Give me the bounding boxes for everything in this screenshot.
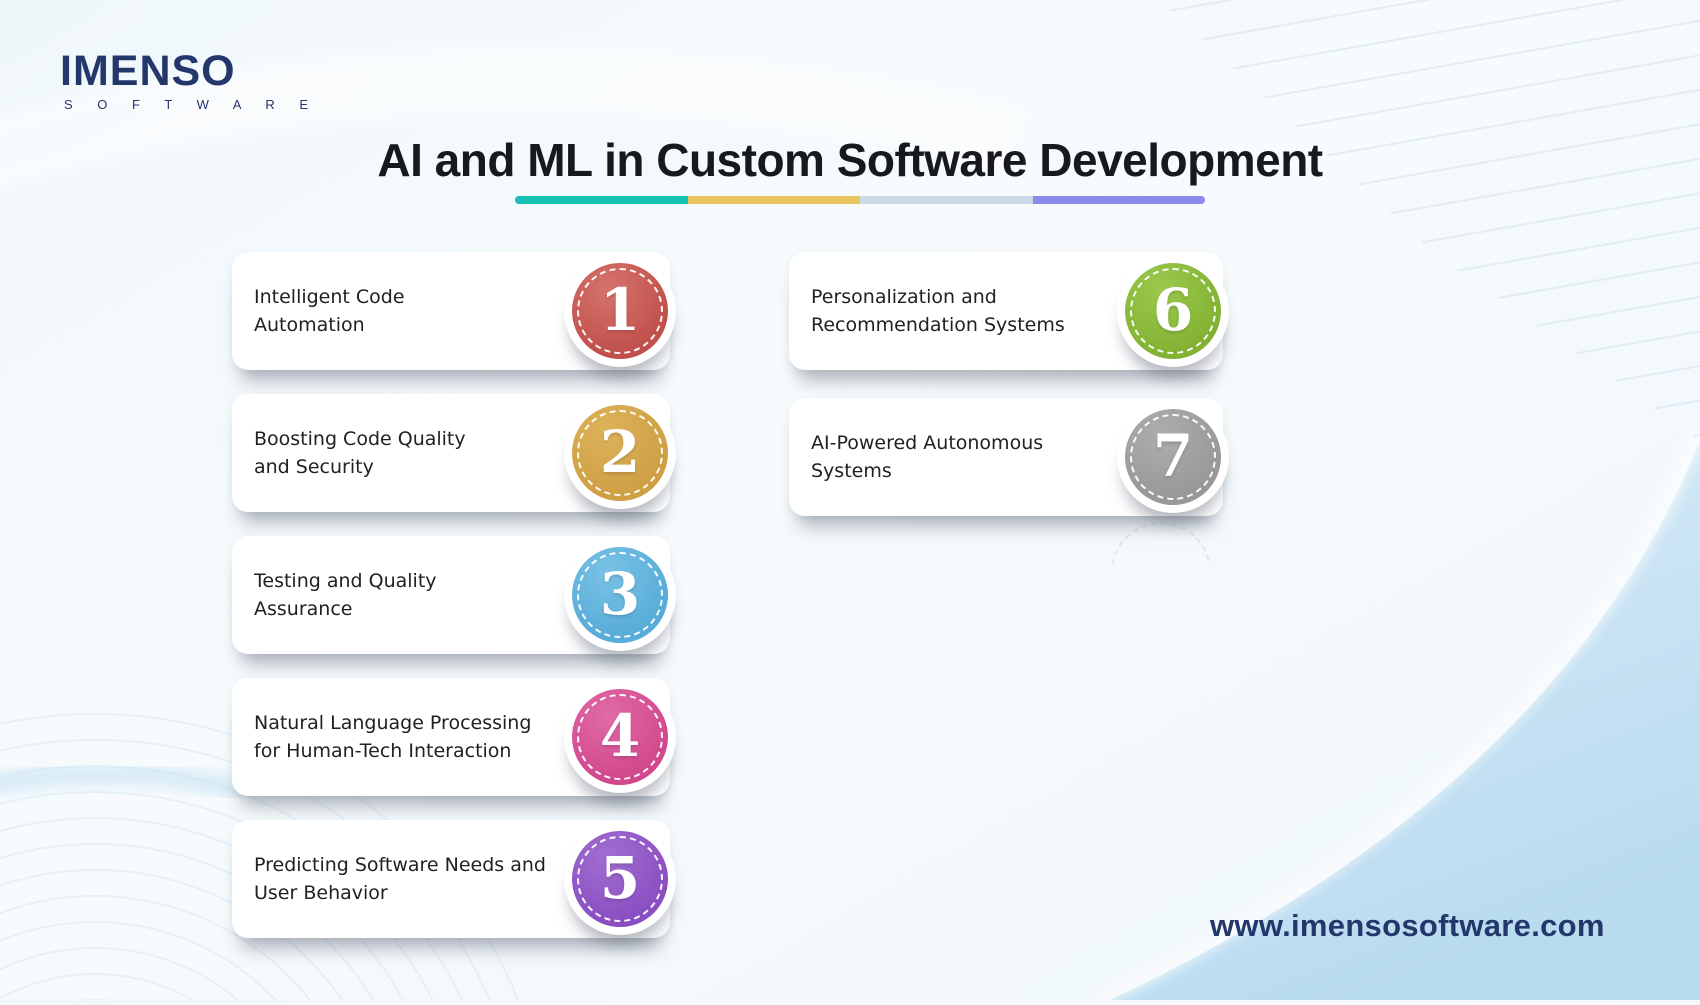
feature-label-line: and Security — [254, 456, 374, 478]
badge-number: 6 — [1152, 275, 1194, 344]
badge-number: 3 — [599, 559, 641, 628]
number-badge: 4 — [564, 681, 676, 793]
divider-segment-3 — [860, 196, 1033, 204]
feature-label: Natural Language Processing for Human-Tec… — [254, 678, 542, 796]
number-badge-circle: 2 — [572, 405, 668, 501]
number-badge-circle: 5 — [572, 831, 668, 927]
number-badge: 6 — [1117, 255, 1229, 367]
feature-label-line: for Human-Tech Interaction — [254, 740, 512, 762]
number-badge: 7 — [1117, 401, 1229, 513]
feature-label-line: Predicting Software Needs and — [254, 854, 546, 876]
number-badge-circle: 1 — [572, 263, 668, 359]
badge-number: 5 — [599, 843, 641, 912]
feature-label-line: Systems — [811, 460, 892, 482]
feature-label-line: Natural Language Processing — [254, 712, 532, 734]
number-badge-circle: 3 — [572, 547, 668, 643]
number-badge: 3 — [564, 539, 676, 651]
badge-number: 7 — [1152, 421, 1194, 490]
imenso-logo: IMENSO S O F T W A R E — [60, 47, 319, 113]
feature-label-line: Automation — [254, 314, 365, 336]
logo-tagline: S O F T W A R E — [64, 97, 319, 112]
number-badge: 5 — [564, 823, 676, 935]
divider-segment-1 — [515, 196, 688, 204]
website-link[interactable]: www.imensosoftware.com — [1210, 908, 1605, 943]
number-badge-circle: 4 — [572, 689, 668, 785]
feature-label-line: Recommendation Systems — [811, 314, 1065, 336]
feature-label-line: Intelligent Code — [254, 286, 405, 308]
number-badge: 1 — [564, 255, 676, 367]
feature-label-line: Boosting Code Quality — [254, 428, 466, 450]
badge-number: 4 — [599, 701, 641, 770]
logo-wordmark: IMENSO — [60, 47, 236, 95]
feature-label-line: User Behavior — [254, 882, 388, 904]
badge-reflection-decoration — [1111, 522, 1211, 564]
feature-label-line: Assurance — [254, 598, 353, 620]
feature-card-2: Boosting Code Quality and Security 2 — [232, 394, 676, 512]
page-title: AI and ML in Custom Software Development — [377, 133, 1323, 186]
feature-label: Boosting Code Quality and Security — [254, 394, 542, 512]
divider-segment-2 — [687, 196, 860, 204]
divider-segment-4 — [1032, 196, 1205, 204]
number-badge-circle: 7 — [1125, 409, 1221, 505]
badge-number: 2 — [599, 417, 641, 486]
feature-label-line: Testing and Quality — [254, 570, 437, 592]
number-badge-circle: 6 — [1125, 263, 1221, 359]
title-divider — [515, 196, 1205, 204]
feature-label-line: AI-Powered Autonomous — [811, 432, 1044, 454]
feature-card-4: Natural Language Processing for Human-Tec… — [232, 678, 676, 796]
badge-number: 1 — [599, 275, 641, 344]
number-badge: 2 — [564, 397, 676, 509]
feature-label-line: Personalization and — [811, 286, 997, 308]
